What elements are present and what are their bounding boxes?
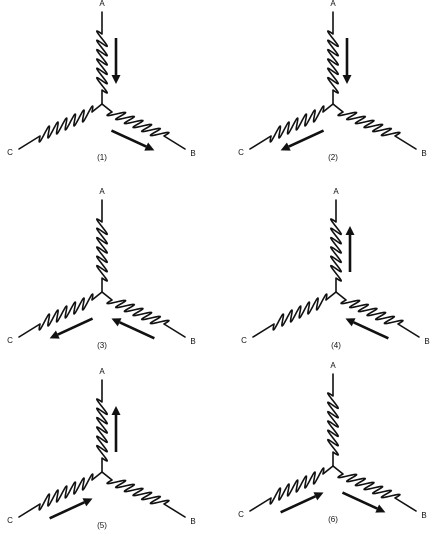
panel-6-winding-c-coil <box>269 467 325 505</box>
panel-3: A B C (3) <box>2 187 202 370</box>
panel-3-caption: (3) <box>97 341 107 350</box>
panel-6-arrow-c-shaft <box>280 495 316 514</box>
panel-1-winding-c-outer-lead <box>18 135 41 150</box>
panel-4-arrow-b-shaft <box>353 321 389 340</box>
panel-3-winding-c-inner-lead <box>91 291 103 301</box>
panel-2: A B C (2) <box>233 0 433 182</box>
panel-1-arrow-b-shaft <box>110 129 147 148</box>
panel-1-winding-c-coil <box>38 105 94 143</box>
panel-2-terminal-b-label: B <box>421 149 427 158</box>
panel-4-arrow-a-head <box>345 226 355 235</box>
panel-2-arrow-a-head <box>342 75 352 84</box>
panel-3-terminal-b-label: B <box>190 337 196 346</box>
panel-1-caption: (1) <box>97 153 107 162</box>
panel-6: A B C (6) <box>233 361 433 544</box>
panel-1-arrow-a-head <box>111 75 121 84</box>
panel-5-arrow-c-shaft <box>49 501 85 520</box>
panel-3-terminal-c-label: C <box>7 336 13 345</box>
panel-3-winding-b-outer-lead <box>163 323 186 338</box>
panel-3-winding-b-coil <box>106 299 170 325</box>
panel-5-arrow-a-head <box>111 406 121 415</box>
panel-6-arrow-b-shaft <box>341 491 378 510</box>
panel-6-terminal-b-label: B <box>421 511 427 520</box>
panel-6-winding-b-inner-lead <box>332 465 344 475</box>
panel-6-terminal-a-label: A <box>330 361 336 370</box>
panel-1-winding-b-inner-lead <box>101 103 113 113</box>
panel-1-schematic <box>18 11 186 151</box>
panel-2-winding-c-outer-lead <box>249 135 272 150</box>
panel-4: A B C (4) <box>236 187 435 370</box>
panel-5-terminal-c-label: C <box>7 516 13 525</box>
panel-3-schematic <box>18 199 186 340</box>
panel-2-winding-c-inner-lead <box>322 103 334 113</box>
panel-5-winding-b-outer-lead <box>163 503 186 518</box>
panel-4-winding-a-coil <box>329 218 343 282</box>
panel-3-winding-b-inner-lead <box>101 291 113 301</box>
panel-5: A B C (5) <box>2 367 202 550</box>
panel-2-winding-c-coil <box>269 105 325 143</box>
panel-1: A B C (1) <box>2 0 202 182</box>
panel-5-caption: (5) <box>97 521 107 530</box>
panel-2-terminal-a-label: A <box>330 0 336 8</box>
panel-1-winding-b-outer-lead <box>163 135 186 150</box>
panel-6-winding-b-outer-lead <box>394 497 417 512</box>
panel-4-terminal-a-label: A <box>333 187 339 196</box>
panel-3-arrow-b-shaft <box>119 321 155 340</box>
panel-2-arrow-c-head <box>280 142 291 151</box>
panel-4-arrow-b-head <box>345 318 356 327</box>
panel-5-terminal-b-label: B <box>190 517 196 526</box>
panel-3-winding-c-outer-lead <box>18 323 41 338</box>
panel-2-caption: (2) <box>328 153 338 162</box>
panel-1-terminal-c-label: C <box>7 148 13 157</box>
panel-4-winding-c-inner-lead <box>325 291 337 301</box>
panel-2-winding-b-outer-lead <box>394 135 417 150</box>
panel-5-schematic <box>18 379 186 520</box>
panel-3-winding-c-coil <box>38 293 94 331</box>
panel-3-arrow-c-head <box>49 330 60 339</box>
panel-4-caption: (4) <box>331 341 341 350</box>
panel-2-winding-b-coil <box>337 111 401 137</box>
panel-5-winding-b-inner-lead <box>101 471 113 481</box>
panel-1-terminal-b-label: B <box>190 149 196 158</box>
panel-1-winding-b-coil <box>106 111 170 137</box>
panel-5-winding-b-coil <box>106 479 170 505</box>
panel-6-winding-c-inner-lead <box>322 465 334 475</box>
panel-4-schematic <box>252 199 420 340</box>
panel-1-winding-c-inner-lead <box>91 103 103 113</box>
panel-2-winding-b-inner-lead <box>332 103 344 113</box>
panel-4-winding-c-outer-lead <box>252 323 275 338</box>
panel-2-winding-a-coil <box>326 30 340 94</box>
panel-3-arrow-b-head <box>111 318 122 327</box>
panel-4-terminal-b-label: B <box>424 337 430 346</box>
panel-4-winding-b-outer-lead <box>397 323 420 338</box>
panel-1-winding-a-coil <box>95 30 109 94</box>
panel-2-arrow-c-shaft <box>288 129 325 148</box>
panel-4-winding-c-coil <box>272 293 328 331</box>
panel-3-arrow-c-shaft <box>57 317 94 336</box>
wye-winding-diagram: A B C (1) A B C (2) A B C (3) A B C (4) A B C (5) A B C (6) <box>2 0 435 530</box>
panel-5-winding-c-coil <box>38 473 94 511</box>
panel-6-arrow-c-head <box>313 492 324 501</box>
panel-5-winding-c-inner-lead <box>91 471 103 481</box>
panel-6-arrow-b-head <box>375 504 386 513</box>
panel-5-winding-c-outer-lead <box>18 503 41 518</box>
panel-4-winding-b-inner-lead <box>335 291 347 301</box>
panel-5-terminal-a-label: A <box>99 367 105 376</box>
panel-6-winding-a-coil <box>326 392 340 456</box>
panel-6-schematic <box>249 373 417 514</box>
panel-3-terminal-a-label: A <box>99 187 105 196</box>
panel-1-terminal-a-label: A <box>99 0 105 8</box>
panel-1-arrow-b-head <box>144 142 155 151</box>
panel-2-terminal-c-label: C <box>238 148 244 157</box>
panel-5-arrow-c-head <box>82 498 93 507</box>
panel-4-terminal-c-label: C <box>241 336 247 345</box>
panel-5-winding-a-coil <box>95 398 109 462</box>
panel-4-winding-b-coil <box>340 299 404 325</box>
panel-6-terminal-c-label: C <box>238 510 244 519</box>
panel-6-winding-c-outer-lead <box>249 497 272 512</box>
panel-2-schematic <box>249 11 417 151</box>
panel-6-winding-b-coil <box>337 473 401 499</box>
panel-6-caption: (6) <box>328 515 338 524</box>
panel-3-winding-a-coil <box>95 218 109 282</box>
